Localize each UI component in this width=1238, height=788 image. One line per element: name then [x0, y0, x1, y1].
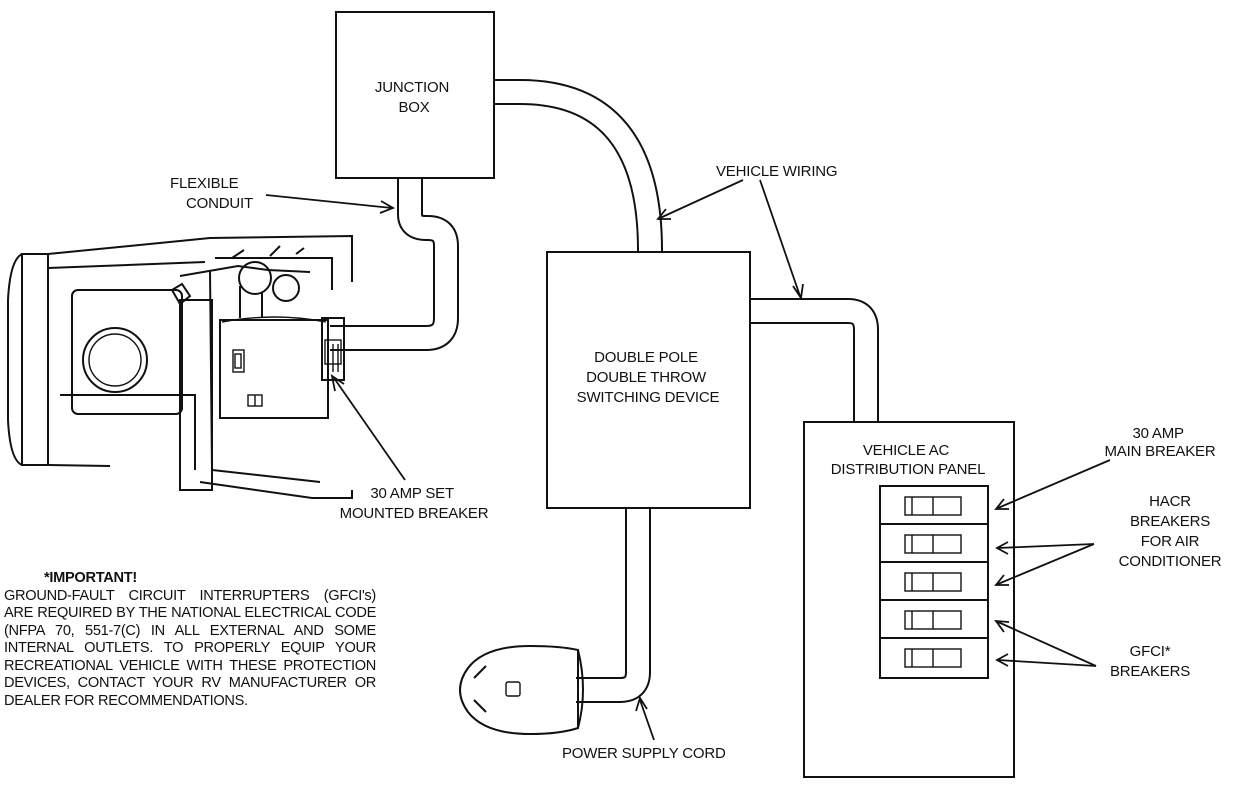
arrow-flexible-conduit: [265, 194, 396, 214]
important-note-body: GROUND-FAULT CIRCUIT INTERRUPTERS (GFCI'…: [4, 587, 376, 709]
breaker-stack: [879, 485, 989, 679]
arrow-vehicle-wiring-2: [759, 179, 804, 301]
breaker-hacr-2: [904, 572, 962, 592]
junction-box-label: JUNCTION BOX: [375, 79, 453, 116]
flexible-conduit-label: FLEXIBLE CONDUIT: [170, 175, 253, 212]
arrow-main-breaker: [994, 459, 1111, 510]
gfci-breakers-label: GFCI* BREAKERS: [1110, 643, 1190, 680]
junction-box: [335, 11, 495, 179]
vehicle-wiring-switch-to-panel: [750, 298, 879, 424]
arrow-power-cord: [635, 695, 655, 741]
arrow-gfci-1: [994, 619, 1097, 667]
arrow-set-breaker: [330, 374, 406, 481]
plug-icon: [459, 644, 584, 736]
flexible-conduit: [330, 177, 459, 351]
distribution-panel-label: VEHICLE AC DISTRIBUTION PANEL: [831, 442, 985, 478]
arrow-hacr-2: [994, 543, 1095, 586]
vehicle-wiring-label: VEHICLE WIRING: [716, 163, 837, 180]
switching-device-label: DOUBLE POLE DOUBLE THROW SWITCHING DEVIC…: [577, 349, 720, 406]
hacr-breakers-label: HACR BREAKERS FOR AIR CONDITIONER: [1119, 493, 1222, 570]
arrow-gfci-2: [995, 653, 1097, 667]
main-breaker-label: 30 AMP MAIN BREAKER: [1105, 425, 1216, 460]
generator-set-drawing: [7, 234, 353, 499]
set-breaker-label: 30 AMP SET MOUNTED BREAKER: [340, 485, 489, 522]
important-note-title: *IMPORTANT!: [44, 570, 137, 586]
switching-device-box: [546, 251, 751, 509]
breaker-main: [904, 496, 962, 516]
power-cord-label: POWER SUPPLY CORD: [562, 745, 726, 762]
breaker-gfci-1: [904, 610, 962, 630]
arrow-hacr-1: [995, 541, 1095, 555]
important-note: *IMPORTANT! GROUND-FAULT CIRCUIT INTERRU…: [4, 570, 376, 710]
breaker-gfci-2: [904, 648, 962, 668]
arrow-vehicle-wiring-1: [656, 179, 744, 220]
vehicle-wiring-junction-to-switch: [495, 79, 663, 263]
power-supply-cord: [576, 506, 651, 703]
breaker-hacr-1: [904, 534, 962, 554]
